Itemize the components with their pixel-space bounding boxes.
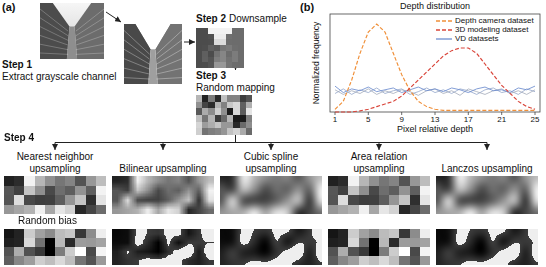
legend-line-sample <box>436 18 452 24</box>
legend-line <box>436 29 452 30</box>
tick-label: 25 <box>531 115 540 124</box>
step-arrow <box>106 12 121 22</box>
flow-arrow <box>163 135 236 150</box>
pixel-image <box>196 28 244 68</box>
pixel-image <box>196 95 252 135</box>
legend-text: VD datasets <box>455 34 499 43</box>
tick-label: 21 <box>497 115 506 124</box>
panel-letter: (b) <box>300 1 314 14</box>
source-image-step: Step 1Extract grayscale channel <box>2 3 117 82</box>
legend-entry: Depth camera dataset <box>436 16 534 25</box>
random-bias-image <box>112 229 214 265</box>
method-heading: Nearest neighbor upsampling <box>4 150 106 174</box>
pixel-image <box>436 176 538 214</box>
legend-entry: VD datasets <box>436 34 534 43</box>
method-heading: Bilinear upsampling <box>112 150 214 174</box>
random-bias-image <box>436 229 538 265</box>
legend-text: Depth camera dataset <box>455 16 534 25</box>
pixel-image <box>4 176 106 214</box>
upsampling-method: Area relation upsampling <box>328 150 430 214</box>
flow-arrow <box>235 68 236 70</box>
vd-line <box>335 89 535 95</box>
method-heading: Area relation upsampling <box>328 150 430 174</box>
random-bias-image <box>4 229 106 265</box>
step-heading: Step 2Downsample <box>196 8 287 26</box>
step-caption: Lanczos upsampling <box>441 163 532 175</box>
step-arrow <box>184 42 195 43</box>
step-number: Step 1 <box>2 59 117 71</box>
step-number: Step 3 <box>196 70 275 82</box>
random-bias-image <box>220 229 322 265</box>
axis-title: Normalized frequency <box>312 22 322 105</box>
legend-line-sample <box>436 27 452 33</box>
upsampling-method: Nearest neighbor upsampling <box>4 150 106 214</box>
tick-label: 9 <box>399 115 403 124</box>
step-number: Step 2 <box>196 13 226 24</box>
pixel-image <box>220 176 322 214</box>
step-caption: Bilinear upsampling <box>119 163 206 175</box>
step-caption: Random mapping <box>196 82 275 94</box>
x-ticks <box>335 112 535 115</box>
flow-arrow <box>55 135 236 150</box>
panel-letter: (a) <box>2 1 15 14</box>
step-caption: Downsample <box>229 13 287 24</box>
row-label: Random bias <box>18 215 77 227</box>
plot-frame <box>330 14 540 112</box>
chart-legend: Depth camera dataset3D modeling datasetV… <box>434 15 536 44</box>
random-mapping-step: Step 3Random mapping <box>196 70 275 135</box>
modeling-line <box>335 48 535 112</box>
upsampling-method: Bilinear upsampling <box>112 150 214 214</box>
chart-title: Depth distribution <box>400 1 470 11</box>
tick-label: 5 <box>366 115 370 124</box>
step-caption: Cubic spline upsampling <box>220 151 322 174</box>
axis-title: Pixel relative depth <box>397 124 473 134</box>
pixel-image <box>328 176 430 214</box>
method-heading: Cubic spline upsampling <box>220 150 322 174</box>
grayscale-image <box>124 24 182 84</box>
step-caption: Area relation upsampling <box>328 151 430 174</box>
legend-line <box>436 38 452 39</box>
tick-label: 1 <box>333 115 337 124</box>
tick-label: 13 <box>431 115 440 124</box>
legend-entry: 3D modeling dataset <box>436 25 534 34</box>
downsample-step: Step 2Downsample <box>196 8 287 68</box>
flow-arrow <box>236 135 488 150</box>
legend-line <box>436 20 452 21</box>
pixel-image <box>40 3 104 59</box>
tick-label: 17 <box>464 115 473 124</box>
upsampling-method: Lanczos upsampling <box>436 150 538 214</box>
legend-text: 3D modeling dataset <box>455 25 528 34</box>
step-number: Step 4 <box>4 132 34 144</box>
step-caption: Extract grayscale channel <box>2 71 117 83</box>
method-heading: Lanczos upsampling <box>436 150 538 174</box>
vd-line <box>335 86 535 92</box>
step-caption: Nearest neighbor upsampling <box>4 151 106 174</box>
pixel-image <box>112 176 214 214</box>
legend-line-sample <box>436 36 452 42</box>
upsampling-method: Cubic spline upsampling <box>220 150 322 214</box>
random-bias-image <box>328 229 430 265</box>
